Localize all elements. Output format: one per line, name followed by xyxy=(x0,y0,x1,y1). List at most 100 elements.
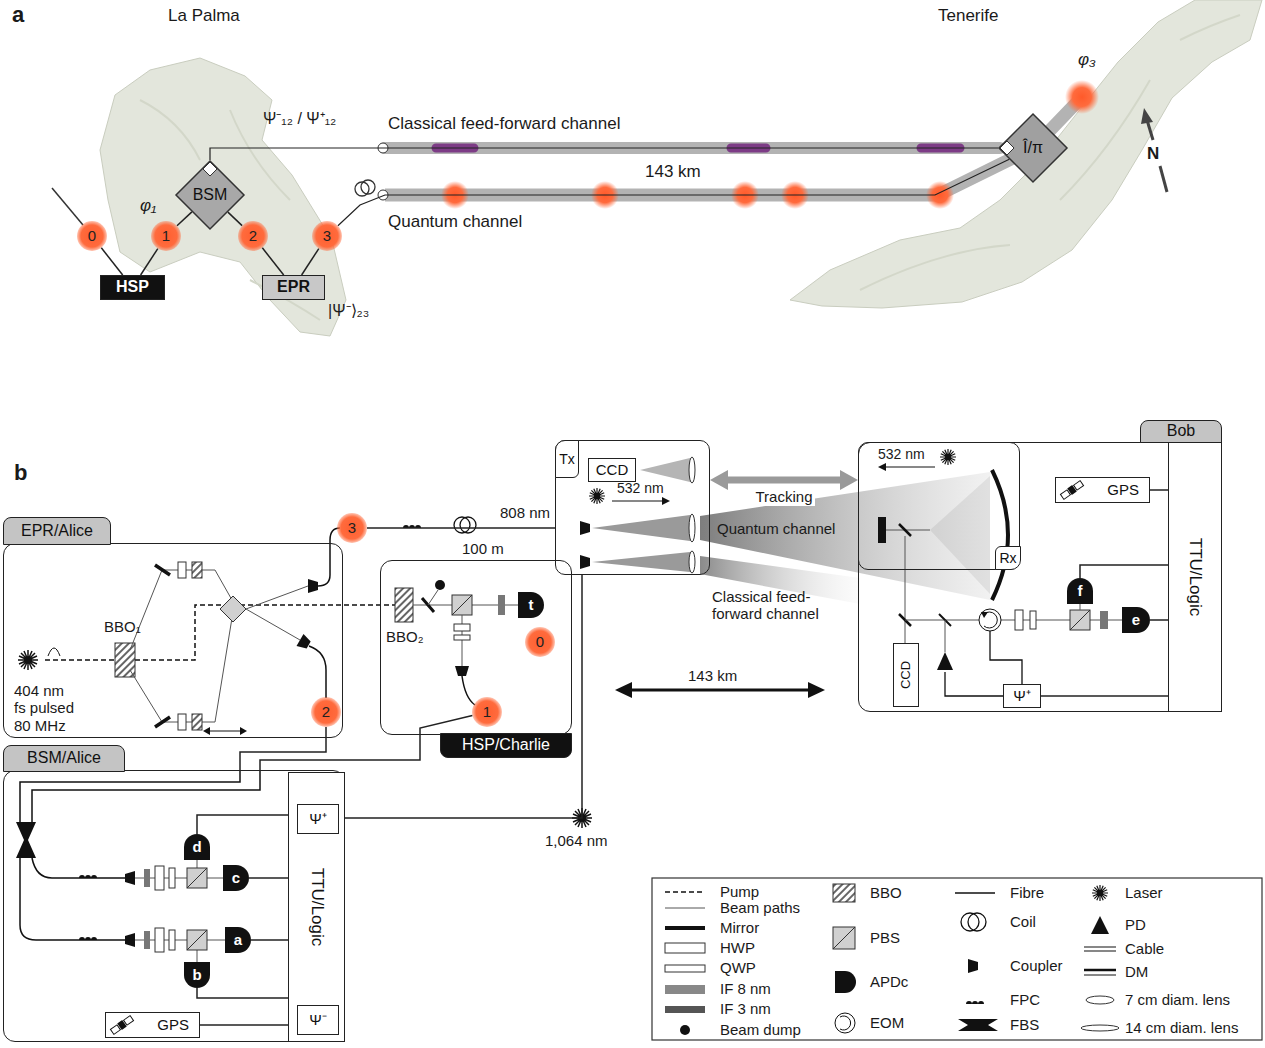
legend-text: Mirror xyxy=(720,919,759,937)
text-label: φ₃ xyxy=(1078,50,1096,70)
optics-epr xyxy=(246,586,308,640)
bsm-optics xyxy=(187,930,207,950)
text-label: Ψ⁻₁₂ / Ψ⁺₁₂ xyxy=(263,110,336,128)
text-label: BBO₂ xyxy=(386,628,424,645)
panel-heading: Tx xyxy=(559,451,575,467)
legend-text: BBO xyxy=(870,884,902,902)
transmitter-panel: Tx CCD xyxy=(555,440,710,575)
transmitter-optics xyxy=(580,555,590,569)
box-text: EPR xyxy=(277,278,310,296)
optics-hsp xyxy=(462,676,475,705)
panel-heading: HSP/Charlie xyxy=(462,736,550,754)
bob-optics xyxy=(1070,610,1090,630)
transmitter-optics xyxy=(592,552,690,572)
optics-epr xyxy=(318,528,340,586)
north-arrow xyxy=(1160,166,1167,192)
bsm-optics xyxy=(144,869,150,887)
bob-optics xyxy=(1070,610,1090,630)
bob-optics xyxy=(899,604,1122,696)
receiver-optics xyxy=(940,449,956,465)
fibre-coil xyxy=(361,180,375,194)
callout-number: 0 xyxy=(536,633,544,650)
panel-tab: EPR/Alice xyxy=(3,517,111,545)
rotated-text: CCD xyxy=(899,661,914,689)
connector xyxy=(251,939,288,941)
photon-marker: 0 xyxy=(525,627,555,657)
connector xyxy=(339,575,582,818)
station-panel: HSP/Charlie01t xyxy=(380,560,572,758)
diamond-mark xyxy=(203,162,217,176)
optics-epr xyxy=(220,596,246,622)
signal-box: Ψ⁺ xyxy=(1003,684,1041,708)
text-label: φ₁ xyxy=(140,196,156,216)
camera-box: CCD xyxy=(588,458,636,482)
text-label: a xyxy=(12,2,24,27)
legend-samples xyxy=(652,878,1262,1040)
optics-epr xyxy=(178,562,186,578)
optics-epr xyxy=(48,648,60,656)
legend-samples xyxy=(665,965,705,972)
optics-epr xyxy=(192,562,202,578)
bsm-optics xyxy=(135,860,225,962)
station-panel: BSM/AlicedcabTTU/LogicΨ⁺Ψ⁻GPS xyxy=(3,745,345,1042)
legend-text: IF 3 nm xyxy=(720,1000,771,1018)
legend-text: Pump xyxy=(720,883,759,901)
bsm-optics xyxy=(169,930,175,950)
optics-hsp xyxy=(455,666,469,676)
connector xyxy=(210,148,998,160)
callout-number: 3 xyxy=(348,519,356,536)
bsm-optics xyxy=(20,858,125,940)
gps-box: GPS xyxy=(105,1012,200,1038)
bsm-optics xyxy=(79,875,97,878)
callout-number: 1 xyxy=(483,703,491,720)
bsm-optics xyxy=(16,770,260,962)
gps-icon xyxy=(1060,490,1070,500)
legend-text: 14 cm diam. lens xyxy=(1125,1019,1238,1037)
text-label: 532 nm xyxy=(878,446,925,462)
legend-samples xyxy=(966,1001,984,1004)
optics-epr xyxy=(18,650,38,670)
box-text: Ψ⁻ xyxy=(309,1011,327,1028)
legend-text: Laser xyxy=(1125,884,1163,902)
transmitter-optics xyxy=(689,514,695,542)
legend-text: Beam paths xyxy=(720,899,800,917)
connector xyxy=(1041,695,1168,697)
bob-optics xyxy=(1100,611,1108,629)
legend-samples xyxy=(968,913,986,931)
legend-samples xyxy=(1084,947,1116,951)
logic-unit: TTU/LogicΨ⁺Ψ⁻ xyxy=(288,772,345,1042)
photon-marker xyxy=(441,80,1099,209)
bsm-optics xyxy=(155,928,164,952)
panel-heading: BSM/Alice xyxy=(27,749,101,767)
legend-text: Beam dump xyxy=(720,1021,801,1039)
legend-text: Cable xyxy=(1125,940,1164,958)
bsm-optics xyxy=(125,933,135,947)
text-label: N xyxy=(1147,144,1159,164)
connector xyxy=(1150,619,1168,621)
edge-label: Tracking xyxy=(753,488,816,505)
legend-samples xyxy=(665,891,705,893)
legend-samples xyxy=(665,943,705,953)
gps-icon xyxy=(124,1016,134,1026)
distance-arrow xyxy=(808,682,825,698)
transmitter-optics xyxy=(612,501,664,502)
bob-optics xyxy=(945,620,946,652)
signal-box: Ψ⁻ xyxy=(297,1005,339,1035)
station-panel: BobRxGPSTTU/LogicfeCCDΨ⁺ xyxy=(858,420,1222,712)
optics-hsp xyxy=(435,580,445,590)
photon-marker: 1 xyxy=(472,697,502,727)
panel-tab: HSP/Charlie xyxy=(440,733,572,758)
detector: a xyxy=(225,927,251,953)
text-label: Quantum channel xyxy=(717,520,835,537)
bob-optics xyxy=(1015,610,1023,630)
box-text: GPS xyxy=(157,1016,189,1033)
optics-epr xyxy=(203,727,210,735)
optics-epr xyxy=(155,565,170,727)
optics-epr xyxy=(178,714,186,730)
legend-text: Fibre xyxy=(1010,884,1044,902)
signal-box: Ψ⁺ xyxy=(297,804,339,834)
island-map xyxy=(100,58,346,336)
receiver-optics xyxy=(878,463,886,471)
